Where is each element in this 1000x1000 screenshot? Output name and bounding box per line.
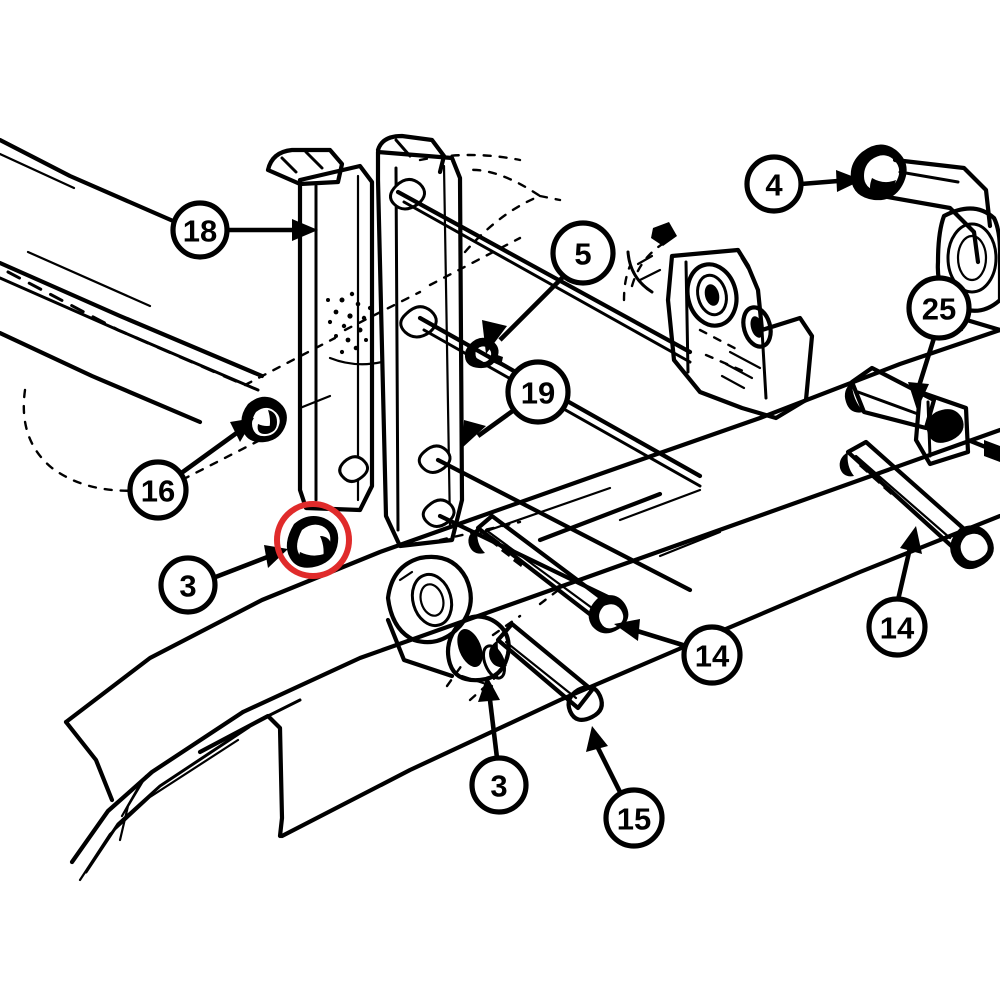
callout-14-bubble[interactable]: 14 [681, 624, 743, 686]
center-pivot-boss [385, 554, 473, 679]
callout-circle[interactable] [158, 555, 218, 615]
stipple-shading [326, 291, 373, 355]
callout-circle[interactable] [744, 154, 804, 214]
callout-circle[interactable] [866, 596, 928, 658]
callout-circle[interactable] [469, 755, 529, 815]
bushing-part-3-lower [445, 614, 511, 688]
callout-4-bubble[interactable]: 4 [744, 154, 804, 214]
callout-circle[interactable] [906, 275, 972, 341]
screw-threads [859, 462, 894, 495]
cap-screw-part-14 [468, 513, 629, 634]
callout-bubbles-layer: 18 5 4 25 19 16 3 14 14 3 15 [127, 154, 972, 849]
callout-circle[interactable] [127, 459, 189, 521]
callout-25-bubble[interactable]: 25 [906, 275, 972, 341]
callout-3-bubble[interactable]: 3 [158, 555, 218, 615]
two-hole-bracket [665, 247, 815, 421]
upper-right-arm [850, 144, 1000, 333]
upper-frame-member [0, 137, 265, 425]
callout-number: 18 [183, 214, 217, 249]
pin-part-15 [489, 621, 604, 722]
callout-circle[interactable] [603, 787, 665, 849]
small-retainer-part [626, 222, 677, 294]
center-mounting-plates [265, 133, 465, 549]
callout-circle[interactable] [170, 200, 230, 260]
callout-3-bubble[interactable]: 3 [469, 755, 529, 815]
pivot-spacer-part-25 [844, 365, 1000, 467]
callout-5-bubble[interactable]: 5 [550, 220, 616, 286]
callout-number: 14 [695, 639, 730, 674]
callout-19-bubble[interactable]: 19 [505, 359, 571, 425]
lower-right-frame [467, 327, 1000, 558]
callout-number: 25 [922, 292, 956, 327]
red-highlight-circle [274, 501, 352, 579]
callout-number: 4 [765, 168, 783, 203]
callout-number: 5 [574, 237, 591, 272]
callout-16-bubble[interactable]: 16 [127, 459, 189, 521]
callout-15-bubble[interactable]: 15 [603, 787, 665, 849]
bushing-part-3-upper [286, 516, 339, 568]
callout-number: 3 [179, 569, 196, 604]
callout-circle[interactable] [550, 220, 616, 286]
cap-screw-long-part-14 [839, 439, 994, 570]
callout-leaders [178, 170, 937, 794]
lock-nut-part-16 [241, 396, 287, 443]
callout-number: 19 [521, 376, 555, 411]
callout-14-bubble[interactable]: 14 [866, 596, 928, 658]
loader-arm-main-frame [63, 427, 1000, 882]
callout-number: 16 [141, 474, 175, 509]
callout-18-bubble[interactable]: 18 [170, 200, 230, 260]
callout-number: 15 [617, 802, 651, 837]
callout-number: 3 [490, 769, 507, 804]
callout-circle[interactable] [505, 359, 571, 425]
callout-circle[interactable] [681, 624, 743, 686]
callout-number: 14 [880, 611, 915, 646]
